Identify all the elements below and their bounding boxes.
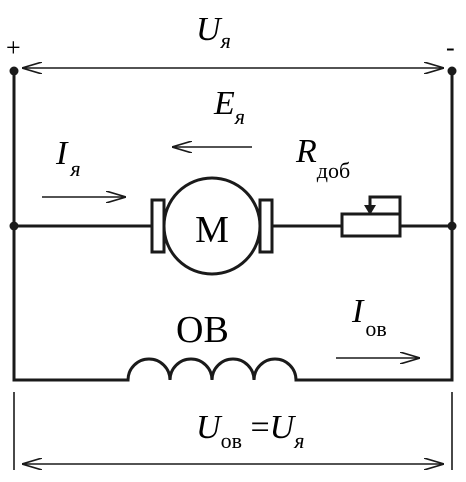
i-armature-sub: я (69, 156, 80, 181)
resistor-r-dob (340, 212, 402, 238)
u-arm-sub: я (293, 428, 304, 453)
u-arm-main: U (270, 409, 297, 446)
r-dob-main: R (295, 133, 317, 170)
motor-brush-right (258, 198, 274, 254)
motor-brush-left (150, 198, 166, 254)
r-dob-label: Rдоб (295, 133, 350, 183)
minus-terminal-label: - (446, 33, 455, 62)
plus-terminal-label: + (6, 33, 21, 62)
e-armature-label: Eя (213, 85, 245, 129)
u-relation-label: Uов =Uя (196, 409, 304, 453)
field-winding-coil (126, 357, 298, 382)
field-winding-label: ОВ (176, 309, 229, 351)
i-armature-main: I (55, 135, 69, 172)
u-armature-main: U (196, 11, 223, 48)
r-dob-sub: доб (317, 158, 350, 183)
u-armature-sub: я (220, 28, 231, 53)
u-field-sub: ов (221, 428, 242, 453)
i-field-sub: ов (365, 316, 386, 341)
e-armature-main: E (213, 85, 235, 122)
motor-label: M (195, 209, 229, 251)
rheostat-slider-tip (364, 205, 376, 215)
e-armature-sub: я (234, 104, 245, 129)
u-armature-label: Uя (196, 11, 231, 53)
u-eq-sign: = (242, 409, 270, 446)
i-field-main: I (351, 293, 365, 330)
u-field-main: U (196, 409, 223, 446)
i-field-label: Iов (351, 293, 387, 341)
motor-body (162, 176, 262, 276)
